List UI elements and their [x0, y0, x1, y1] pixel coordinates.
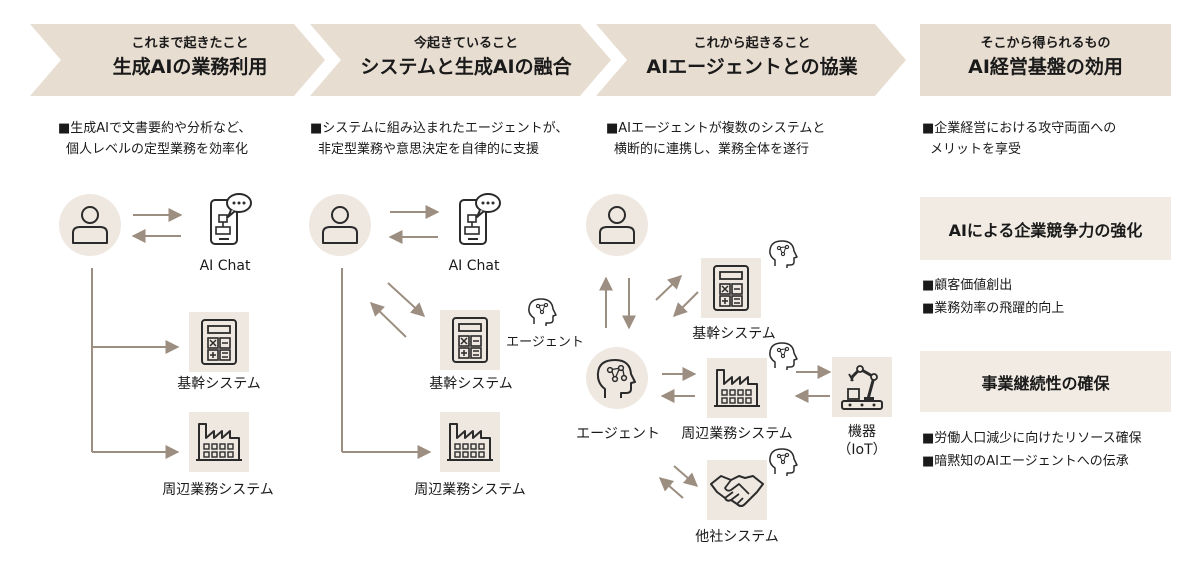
factory-icon	[439, 411, 501, 473]
device-label-line2: （IoT）	[837, 442, 887, 459]
stage-1-line2: 生成AIの業務利用	[112, 56, 268, 79]
factory-icon	[706, 357, 768, 419]
stage-3-line1: これから起きること	[693, 36, 811, 51]
stage-1-desc-line2: 個人レベルの定型業務を効率化	[66, 141, 249, 157]
stage-1-desc-line1: ■生成AIで文書要約や分析など、	[58, 121, 252, 136]
peripheral-system-label: 周辺業務システム	[162, 482, 274, 498]
stage-band-2	[310, 24, 611, 96]
stage-band-4	[920, 24, 1171, 96]
benefit-1-item-1: ■顧客価値創出	[922, 278, 1013, 293]
stage-header-1: これまで起きたこと 生成AIの業務利用	[70, 36, 310, 80]
agent-brain-icon	[769, 240, 798, 269]
agent-brain-icon	[585, 346, 649, 410]
benefit-2-item-1: ■労働人口減少に向けたリソース確保	[922, 431, 1142, 446]
column-1-graphics	[58, 193, 252, 473]
agent-brain-icon	[769, 342, 798, 371]
phone-chat-icon	[210, 193, 252, 245]
person-icon	[585, 193, 649, 257]
agent-brain-icon	[528, 298, 557, 327]
core-system-label: 基幹システム	[429, 376, 513, 392]
benefit-2-items: ■労働人口減少に向けたリソース確保 ■暗黙知のAIエージェントへの伝承	[922, 428, 1142, 474]
calculator-icon	[439, 309, 501, 371]
stage-1-line1: これまで起きたこと	[131, 36, 249, 51]
factory-icon	[188, 411, 250, 473]
robot-arm-icon	[830, 355, 894, 419]
benefit-title-1: AIによる企業競争力の強化	[948, 220, 1143, 240]
device-label: 機器 （IoT）	[832, 423, 892, 459]
core-system-label: 基幹システム	[692, 326, 776, 342]
ai-chat-label: AI Chat	[199, 258, 251, 274]
calculator-icon	[188, 311, 250, 373]
stage-band-3	[596, 24, 906, 96]
column-3-graphics	[585, 193, 894, 521]
stage-4-line1: そこから得られるもの	[980, 36, 1111, 51]
stage-header-4: そこから得られるもの AI経営基盤の効用	[920, 36, 1171, 80]
stage-3-desc-line2: 横断的に連携し、業務全体を遂行	[614, 141, 810, 157]
handshake-icon	[706, 459, 768, 521]
stage-3-desc-line1: ■AIエージェントが複数のシステムと	[606, 121, 826, 136]
stage-2-description: ■システムに組み込まれたエージェントが、 非定型業務や意思決定を自律的に支援	[310, 119, 568, 161]
core-system-label: 基幹システム	[177, 376, 261, 392]
stage-2-line2: システムと生成AIの融合	[360, 56, 572, 79]
person-icon	[58, 193, 122, 257]
device-label-line1: 機器	[848, 424, 876, 440]
stage-2-line1: 今起きていること	[413, 36, 518, 51]
calculator-icon	[700, 257, 762, 319]
stage-1-description: ■生成AIで文書要約や分析など、 個人レベルの定型業務を効率化	[58, 119, 251, 161]
person-icon	[308, 193, 372, 257]
stage-2-desc-line1: ■システムに組み込まれたエージェントが、	[310, 121, 569, 136]
peripheral-system-label: 周辺業務システム	[681, 426, 793, 442]
stage-4-desc-line2: メリットを享受	[930, 141, 1022, 157]
agent-label: エージェント	[576, 426, 660, 442]
stage-header-2: 今起きていること システムと生成AIの融合	[336, 36, 596, 80]
stage-band-1	[30, 24, 325, 96]
stage-header-bands	[30, 24, 1171, 96]
benefit-1-items: ■顧客価値創出 ■業務効率の飛躍的向上	[922, 275, 1064, 321]
benefit-title-2: 事業継続性の確保	[981, 373, 1110, 393]
benefit-2-item-2: ■暗黙知のAIエージェントへの伝承	[922, 453, 1129, 469]
stage-4-line2: AI経営基盤の効用	[968, 56, 1123, 79]
stage-2-desc-line2: 非定型業務や意思決定を自律的に支援	[318, 141, 540, 157]
stage-header-3: これから起きること AIエージェントとの協業	[622, 36, 882, 80]
other-system-label: 他社システム	[695, 529, 779, 545]
stage-3-line2: AIエージェントとの協業	[646, 56, 858, 79]
stage-4-desc-line1: ■企業経営における攻守両面への	[922, 121, 1117, 136]
stage-4-description: ■企業経営における攻守両面への メリットを享受	[922, 119, 1116, 161]
phone-chat-icon	[459, 193, 501, 245]
peripheral-system-label: 周辺業務システム	[414, 482, 526, 498]
ai-chat-label: AI Chat	[448, 258, 500, 274]
benefit-panel-1	[920, 197, 1171, 260]
agent-label: エージェント	[506, 335, 584, 350]
column-2-graphics	[308, 193, 557, 473]
benefit-1-item-2: ■業務効率の飛躍的向上	[922, 300, 1065, 316]
agent-brain-icon	[769, 448, 798, 477]
stage-3-description: ■AIエージェントが複数のシステムと 横断的に連携し、業務全体を遂行	[606, 119, 825, 161]
benefit-panel-2	[920, 351, 1171, 412]
